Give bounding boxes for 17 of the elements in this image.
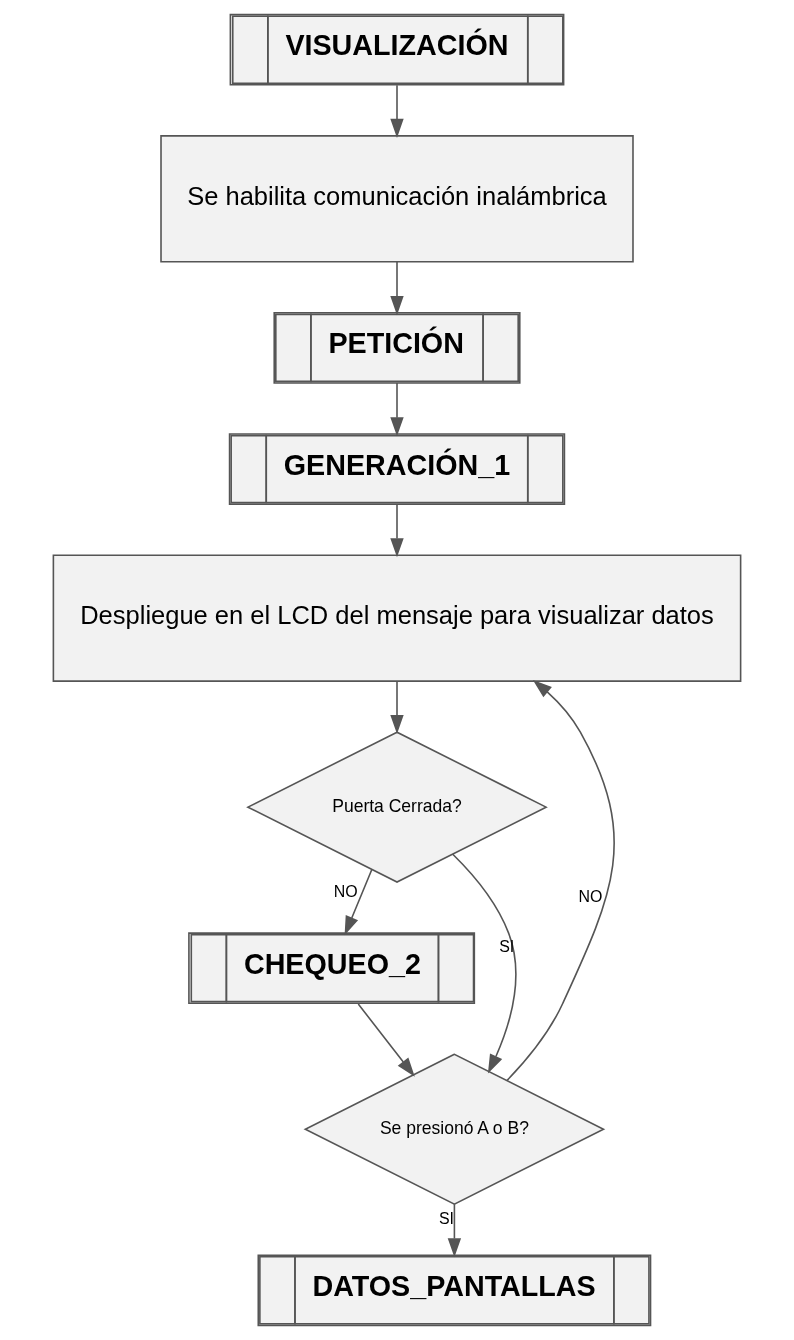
node-diamond: Puerta Cerrada?: [246, 731, 548, 883]
arrow: [447, 1203, 462, 1258]
arrow: [390, 503, 404, 558]
node-box: Se habilita comunicación inalámbrica: [160, 135, 634, 263]
node-box: Despliegue en el LCD del mensaje para visualizar datos: [52, 554, 742, 682]
arrow: [357, 1003, 415, 1077]
arrow: [452, 853, 517, 1074]
edge-label: SI: [438, 1210, 454, 1228]
edge-label: SI: [499, 938, 515, 956]
arrow: [390, 680, 404, 735]
arrow: [390, 84, 404, 138]
arrow: [390, 382, 404, 437]
edge-label: NO: [333, 882, 358, 900]
arrow: [390, 261, 404, 316]
edge-label: NO: [578, 888, 603, 906]
arrow: [506, 679, 615, 1082]
arrow: [344, 868, 373, 936]
